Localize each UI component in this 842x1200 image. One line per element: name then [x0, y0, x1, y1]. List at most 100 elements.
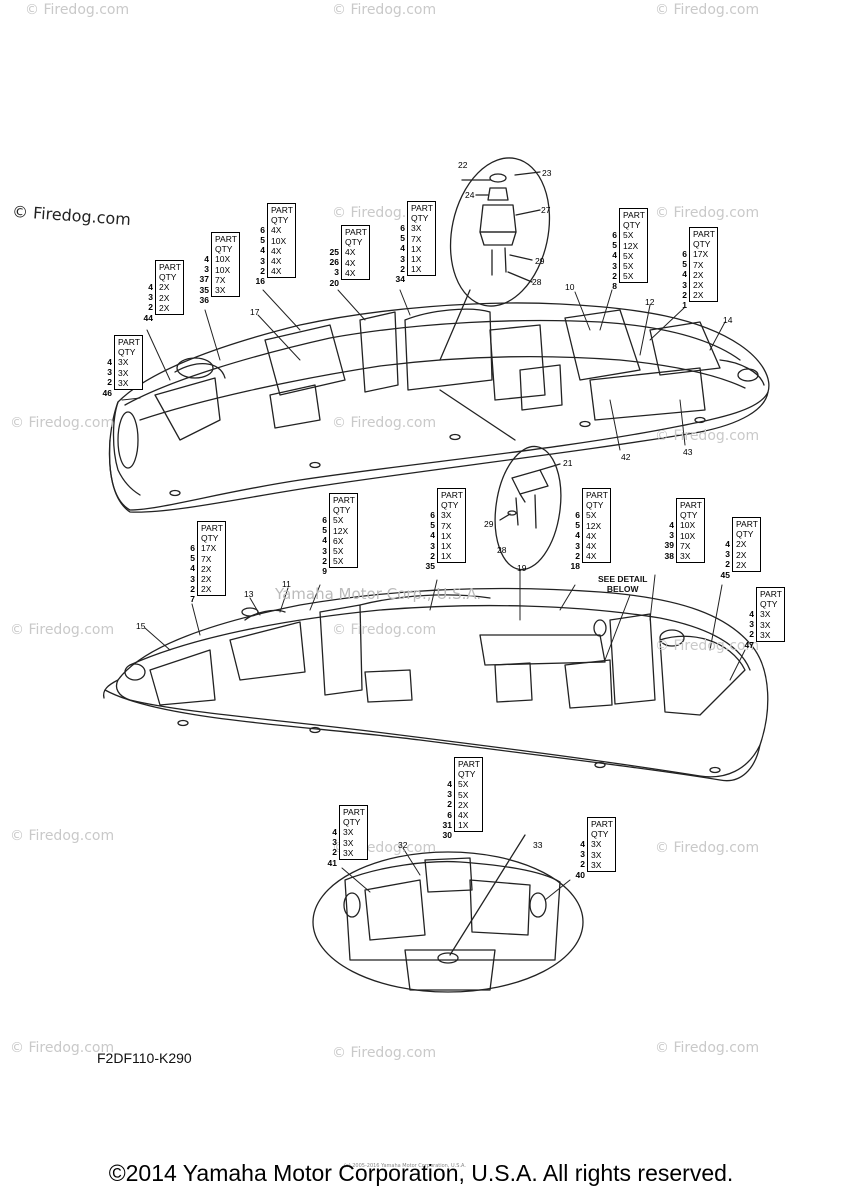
part-number-cell: 3	[334, 267, 339, 278]
table-header-qty: QTY	[411, 213, 429, 224]
part-number-cell: 4	[107, 357, 112, 367]
callout: 12	[645, 297, 655, 307]
part-number-cell: 4	[400, 243, 405, 254]
table-header-part: PART	[201, 523, 223, 533]
callout: 27	[541, 205, 551, 215]
item-callout: 16	[255, 275, 265, 286]
table-header-part: PART	[441, 490, 463, 500]
qty-cell: 2X	[693, 269, 704, 280]
part-number-cell: 25	[329, 247, 339, 257]
table-header-qty: QTY	[736, 529, 754, 540]
table-header-qty: QTY	[271, 215, 289, 226]
part-number-cell: 3	[204, 264, 209, 275]
part-number-cell: 6	[400, 223, 405, 233]
callout: 17	[250, 307, 260, 317]
part-number-cell: 4	[575, 530, 580, 541]
qty-cell: 3X	[411, 223, 422, 234]
item-callout: 35	[425, 560, 435, 571]
see-detail-label: SEE DETAIL BELOW	[598, 574, 647, 594]
part-number-cell: 3	[669, 530, 674, 541]
part-number-cell: 4	[322, 535, 327, 546]
qty-cell: 2X	[201, 573, 212, 584]
qty-cell: 5X	[623, 260, 634, 271]
callout: 29	[535, 256, 545, 266]
part-number-cell: 4	[430, 530, 435, 541]
qty-cell: 3X	[591, 849, 602, 860]
table-header-part: PART	[591, 819, 613, 829]
part-number-cell: 31	[442, 819, 452, 830]
part-number-cell: 5	[575, 520, 580, 531]
part-number-cell: 6	[430, 510, 435, 520]
part-number-cell: 4	[190, 563, 195, 574]
middle-detail-drawing	[439, 389, 562, 571]
part-number-cell: 5	[322, 525, 327, 536]
qty-cell: 5X	[458, 779, 469, 790]
part-number-cell: 6	[447, 809, 452, 820]
part-number-cell: 2	[749, 629, 754, 640]
callout: 21	[563, 458, 573, 468]
watermark: © Firedog.com	[10, 1040, 115, 1056]
watermark: © Firedog.com	[332, 1045, 437, 1061]
part-number-cell: 2	[148, 302, 153, 313]
item-callout: 1	[682, 299, 687, 310]
table-header-qty: QTY	[345, 237, 363, 248]
qty-cell: 2X	[693, 279, 704, 290]
qty-cell: 2X	[159, 292, 170, 303]
table-header-qty: QTY	[760, 599, 778, 610]
tiny-copyright: (c) 2005-2016 Yamaha Motor Corporation, …	[344, 1163, 466, 1169]
callout: 28	[532, 277, 542, 287]
part-number-cell: 5	[682, 259, 687, 270]
table-header-part: PART	[333, 495, 355, 505]
qty-cell: 3X	[343, 827, 354, 838]
qty-cell: 7X	[215, 274, 226, 285]
qty-cell: 2X	[159, 302, 170, 313]
qty-cell: 4X	[586, 540, 597, 551]
table-header-qty: QTY	[586, 500, 604, 511]
table-header-qty: QTY	[118, 347, 136, 358]
part-number-cell: 2	[322, 555, 327, 566]
qty-cell: 1X	[458, 820, 469, 831]
qty-cell: 3X	[343, 837, 354, 848]
callout: 22	[458, 160, 468, 170]
part-number-cell: 2	[430, 550, 435, 561]
qty-cell: 10X	[680, 530, 696, 541]
item-callout: 9	[322, 565, 327, 576]
part-number-cell: 2	[682, 289, 687, 300]
part-number-cell: 2	[332, 847, 337, 858]
qty-cell: 3X	[760, 619, 771, 630]
table-header-qty: QTY	[215, 244, 233, 255]
part-number-cell: 3	[332, 837, 337, 848]
qty-cell: 2X	[458, 799, 469, 810]
qty-cell: 2X	[693, 290, 704, 301]
part-number-cell: 3	[612, 260, 617, 271]
part-number-cell: 35	[199, 284, 209, 295]
top-detail-drawing	[439, 157, 551, 361]
qty-cell: 4X	[271, 245, 282, 256]
qty-cell: 10X	[215, 264, 231, 275]
qty-cell: 1X	[441, 551, 452, 562]
watermark: © Firedog.com	[332, 622, 437, 638]
qty-cell: 17X	[201, 543, 217, 554]
qty-cell: 1X	[411, 264, 422, 275]
part-number-cell: 3	[580, 849, 585, 860]
callout: 28	[497, 545, 507, 555]
part-number-cell: 2	[400, 263, 405, 274]
part-number-cell: 3	[148, 292, 153, 303]
qty-cell: 3X	[343, 847, 354, 858]
part-number-cell: 2	[447, 799, 452, 810]
qty-cell: 12X	[586, 520, 602, 531]
part-number-cell: 5	[400, 233, 405, 244]
part-number-cell: 26	[329, 257, 339, 268]
watermark: © Firedog.com	[25, 2, 130, 18]
part-number-cell: 4	[260, 245, 265, 256]
part-number-cell: 5	[430, 520, 435, 531]
part-number-cell: 3	[725, 549, 730, 560]
